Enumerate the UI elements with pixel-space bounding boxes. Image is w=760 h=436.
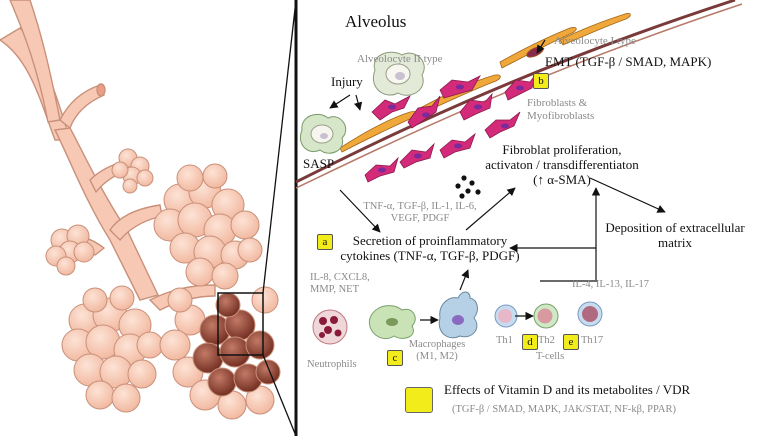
t-cells [494, 301, 603, 329]
label-th17: Th17 [581, 335, 604, 346]
legend-subtitle: (TGF-β / SMAD, MAPK, JAK/STAT, NF-kβ, PP… [452, 404, 676, 415]
alveolar-cluster-fibrotic [159, 286, 281, 420]
badge-e: e [563, 334, 579, 350]
alveolocyte-type-2-cell [372, 51, 425, 96]
badge-b: b [533, 73, 549, 89]
bronchial-tree [0, 0, 216, 311]
sasp-particles [455, 175, 481, 199]
neutrophil-cell [312, 309, 348, 345]
label-il: IL-4, IL-13, IL-17 [572, 279, 649, 290]
badge-d: d [522, 334, 538, 350]
label-deposition: Deposition of extracellular matrix [605, 220, 745, 250]
label-macrophages: Macrophages (M1, M2) [408, 339, 466, 363]
fibroblast-nuclei [378, 84, 524, 173]
senescent-cell [300, 114, 347, 154]
label-neutrophils: Neutrophils [307, 359, 357, 370]
label-alveolocyte-1: Alveolocyte I type [554, 35, 636, 47]
label-sasp: SASP [303, 156, 335, 171]
label-tcells: T-cells [536, 351, 565, 362]
legend-swatch [405, 387, 433, 413]
label-th1: Th1 [496, 335, 513, 346]
badge-c: c [387, 350, 403, 366]
alveolar-cluster-lower-left [61, 285, 164, 413]
label-emt: EMT (TGF-β / SMAD, MAPK) [545, 54, 712, 69]
diagram-title: Alveolus [345, 12, 407, 31]
pathway-arrows [329, 39, 666, 325]
label-mediators: TNF-α, TGF-β, IL-1, IL-6, VEGF, PDGF [363, 201, 477, 225]
zoom-box [217, 292, 264, 356]
label-fibroblasts: Fibroblasts & Myofibroblasts [527, 97, 595, 122]
label-injury: Injury [331, 74, 363, 89]
label-alveolocyte-2: Alveolocyte II type [357, 53, 443, 65]
legend-title: Effects of Vitamin D and its metabolites… [444, 382, 691, 397]
badge-a: a [317, 234, 333, 250]
label-secretion: Secretion of proinflammatory cytokines (… [340, 233, 520, 263]
label-fibro-proliferation: Fibroblat proliferation, activaton / tra… [485, 142, 639, 187]
label-neutro-mediators: IL-8, CXCL8, MMP, NET [310, 272, 370, 296]
alveolar-cluster-left [45, 224, 95, 276]
label-th2: Th2 [538, 335, 555, 346]
macrophage-cells [368, 291, 478, 340]
alveolar-cluster-small [111, 148, 154, 194]
alveolar-cluster-upper [153, 163, 263, 290]
